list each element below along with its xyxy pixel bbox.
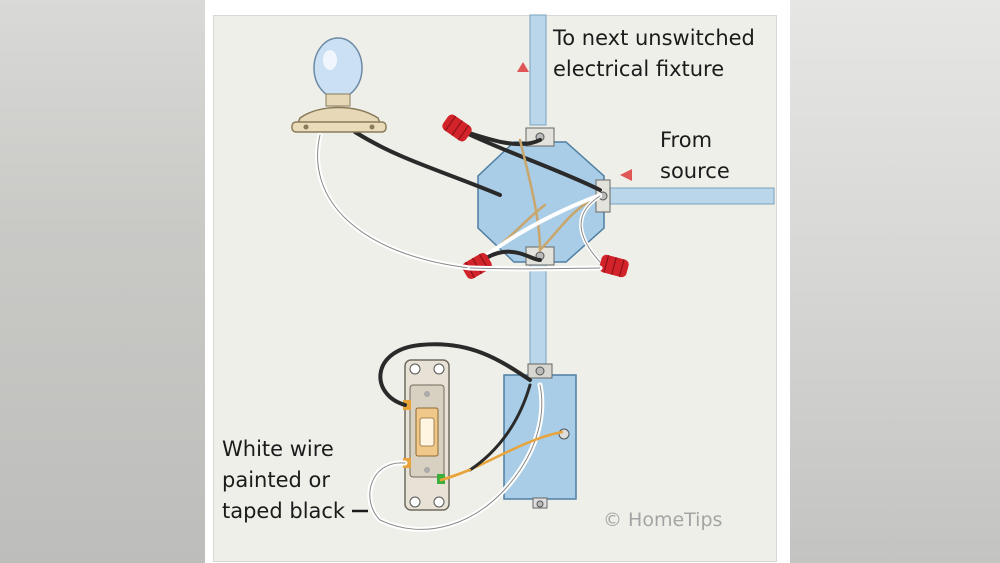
arrow-icon [620, 169, 632, 181]
light-bulb-icon [291, 37, 387, 133]
copyright-text: © HomeTips [603, 509, 723, 531]
white-wire-label-line1: White wire [222, 437, 334, 461]
switch-icon [403, 359, 450, 511]
source-label: From source [660, 125, 730, 187]
white-wire-label-line2: painted or [222, 468, 330, 492]
next-fixture-label-line1: To next unswitched [553, 26, 755, 50]
background-left [0, 0, 205, 563]
source-label-line2: source [660, 159, 730, 183]
white-wire-label-line3: taped black [222, 499, 346, 523]
diagram-panel [213, 15, 777, 562]
source-label-line1: From [660, 128, 713, 152]
white-wire-label: White wire painted or taped black [222, 434, 345, 527]
wire-nut-icon [599, 254, 629, 278]
background-right [790, 0, 1000, 563]
switch-wires [367, 342, 564, 532]
fixture-wires [315, 130, 603, 272]
conduit-vertical-top [529, 14, 547, 126]
next-fixture-label: To next unswitched electrical fixture [553, 23, 755, 85]
arrow-icon [517, 62, 529, 72]
conduit-horizontal-source [607, 187, 775, 205]
conduit-vertical-lower [529, 257, 547, 371]
next-fixture-label-line2: electrical fixture [553, 57, 725, 81]
wire-nut-icon [442, 114, 472, 142]
arrows [517, 62, 632, 181]
wire-nuts [442, 114, 629, 279]
